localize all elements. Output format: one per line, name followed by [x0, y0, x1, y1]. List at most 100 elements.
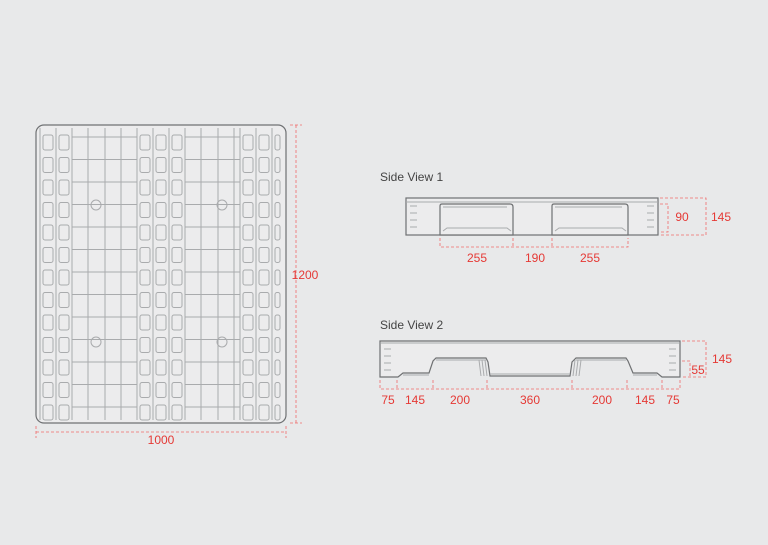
slot: [242, 202, 254, 218]
slot: [274, 382, 281, 398]
slot: [42, 247, 54, 263]
slot: [171, 359, 183, 376]
slot: [258, 292, 270, 308]
slot: [139, 179, 151, 196]
sv2-dim-2: 145: [405, 393, 425, 407]
slot: [155, 359, 167, 376]
slot: [42, 224, 54, 241]
sv2-total-height: 145: [712, 352, 732, 366]
slot: [171, 224, 183, 241]
slot: [274, 337, 281, 353]
slot: [58, 382, 70, 398]
slot: [155, 292, 167, 308]
locating-hole: [216, 336, 228, 348]
slot: [139, 314, 151, 331]
slot: [171, 179, 183, 196]
top-view-dimensions: 1000 1200: [35, 124, 319, 447]
slot: [274, 247, 281, 263]
slot: [139, 202, 151, 218]
sv1-inner-height: 90: [675, 210, 689, 224]
slot: [274, 157, 281, 173]
slot: [155, 157, 167, 173]
slot: [155, 337, 167, 353]
slot: [171, 404, 183, 421]
slot: [139, 157, 151, 173]
slot: [171, 337, 183, 353]
slot: [274, 314, 281, 331]
slot: [155, 134, 167, 151]
length-dimension-line: [290, 124, 302, 424]
slot: [42, 404, 54, 421]
slot: [171, 202, 183, 218]
slot: [155, 202, 167, 218]
slot: [58, 292, 70, 308]
side-view-2: [379, 340, 707, 390]
slot: [139, 269, 151, 286]
slot: [139, 337, 151, 353]
slot: [171, 134, 183, 151]
sv1-dim-2: 190: [525, 251, 545, 265]
slot: [242, 269, 254, 286]
sv1-total-height: 145: [711, 210, 731, 224]
slot: [171, 157, 183, 173]
slot: [258, 359, 270, 376]
sv2-dim-1: 75: [381, 393, 395, 407]
slot: [171, 269, 183, 286]
locating-hole: [90, 336, 102, 348]
locating-hole: [90, 199, 102, 211]
locating-hole: [216, 199, 228, 211]
slot: [139, 247, 151, 263]
slot: [242, 337, 254, 353]
slot: [171, 247, 183, 263]
slot: [258, 247, 270, 263]
sv1-dim-1: 255: [467, 251, 487, 265]
slot: [258, 202, 270, 218]
slot: [242, 157, 254, 173]
slot: [42, 157, 54, 173]
slot: [258, 314, 270, 331]
slot: [155, 382, 167, 398]
side-view-1: [405, 197, 707, 248]
slot: [274, 134, 281, 151]
sv2-inner-height: 55: [691, 363, 705, 377]
slot: [139, 404, 151, 421]
length-label: 1200: [292, 268, 319, 282]
slot: [258, 179, 270, 196]
side-view-2-title: Side View 2: [380, 318, 443, 332]
slot: [258, 382, 270, 398]
slot: [139, 292, 151, 308]
slot: [258, 157, 270, 173]
slot: [258, 224, 270, 241]
slot: [258, 404, 270, 421]
slot: [58, 247, 70, 263]
top-view: [35, 124, 287, 424]
width-label: 1000: [148, 433, 175, 447]
side-view-1-title: Side View 1: [380, 170, 443, 184]
slot: [258, 269, 270, 286]
slot: [155, 314, 167, 331]
width-dimension-line: [35, 426, 287, 438]
slot: [42, 359, 54, 376]
slot: [274, 292, 281, 308]
slot: [274, 224, 281, 241]
slot: [42, 382, 54, 398]
slot: [58, 359, 70, 376]
sv2-dim-5: 200: [592, 393, 612, 407]
slot: [139, 382, 151, 398]
slot: [42, 292, 54, 308]
slot: [42, 269, 54, 286]
sv2-dim-6: 145: [635, 393, 655, 407]
sv1-dim-3: 255: [580, 251, 600, 265]
slot: [58, 224, 70, 241]
slot: [58, 337, 70, 353]
slot: [242, 359, 254, 376]
slot: [155, 224, 167, 241]
slot: [258, 337, 270, 353]
slot: [242, 224, 254, 241]
pallet-outline: [35, 124, 287, 424]
sv2-dim-4: 360: [520, 393, 540, 407]
slot: [58, 269, 70, 286]
slot: [242, 314, 254, 331]
slot: [42, 314, 54, 331]
